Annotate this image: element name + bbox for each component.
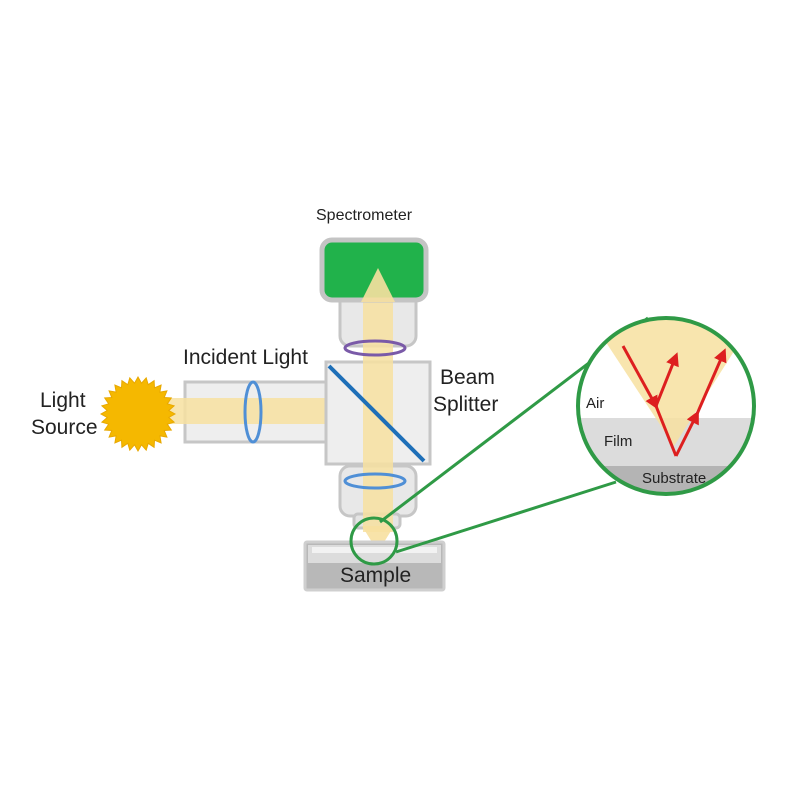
light-source-sun-icon [99,375,177,453]
reflected-ray-3-icon [695,348,727,415]
spectrometer-label: Spectrometer [316,207,413,224]
inset-film-label: Film [604,433,632,450]
callout-line-lower [395,480,617,554]
inset-light-cone [590,318,754,446]
upper-lens-icon [343,339,407,357]
light-source-label-line1: Light [40,389,86,412]
inset-substrate-label: Substrate [642,470,706,487]
sample-label: Sample [340,564,411,587]
sample-spot-callout [349,516,399,566]
vertical-light-beam [361,268,395,552]
beam-arrow-down-icon [362,526,394,552]
reflected-ray-2-icon [674,410,699,457]
inset-air-label: Air [586,395,604,412]
collimating-lens-icon [243,380,263,444]
beam-splitter-icon [327,364,426,463]
inset-circle [576,316,756,496]
incident-ray-icon [621,345,658,410]
beam-splitter-label-line1: Beam [440,366,495,389]
lower-lens-icon [343,472,407,490]
transmitted-ray-icon [654,405,678,457]
beam-splitter-label-line2: Splitter [433,393,498,416]
incident-light-label: Incident Light [183,346,308,369]
light-source-label-line2: Source [31,416,98,439]
sample-stage [303,540,446,592]
reflected-ray-1-icon [654,352,679,407]
spectrometer-input-arrow-icon [361,268,395,302]
